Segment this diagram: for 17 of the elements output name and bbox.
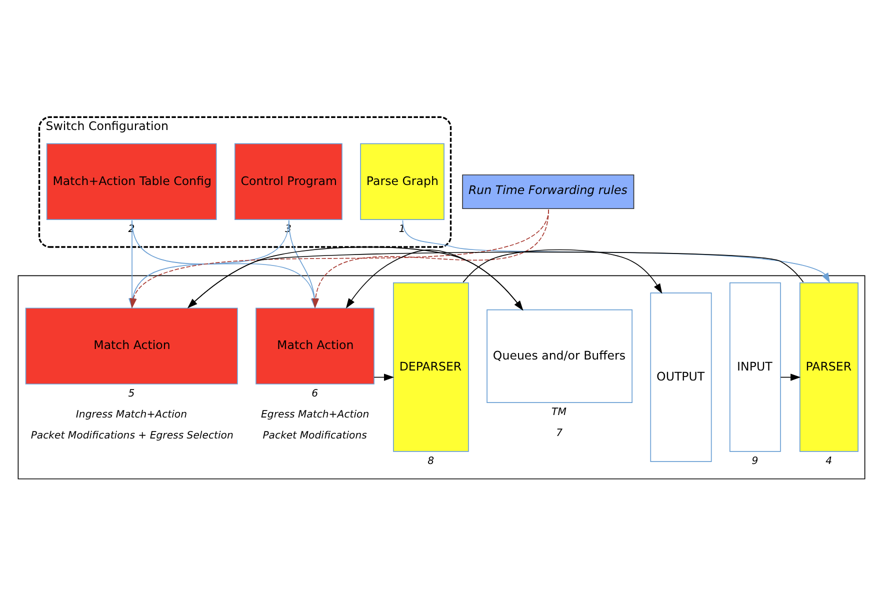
- node-label: TM: [552, 406, 566, 418]
- arrow: [374, 373, 394, 380]
- node-label: 4: [826, 455, 832, 466]
- node-label: Ingress Match+Action: [76, 408, 188, 420]
- node-label: 9: [752, 455, 758, 466]
- node-label: 1: [398, 223, 406, 234]
- node-label: 7: [556, 427, 563, 438]
- node-label: 5: [128, 388, 135, 399]
- arrow: [780, 373, 801, 380]
- node-label: 8: [428, 455, 434, 466]
- node-label: Egress Match+Action: [261, 408, 370, 420]
- node-label: Packet Modifications: [262, 430, 367, 441]
- cluster: [18, 274, 866, 479]
- node-label: Packet Modifications + Egress Selection: [30, 430, 234, 441]
- node-label: 2: [128, 223, 135, 234]
- node-label: 6: [312, 388, 318, 399]
- arrow: [462, 248, 662, 294]
